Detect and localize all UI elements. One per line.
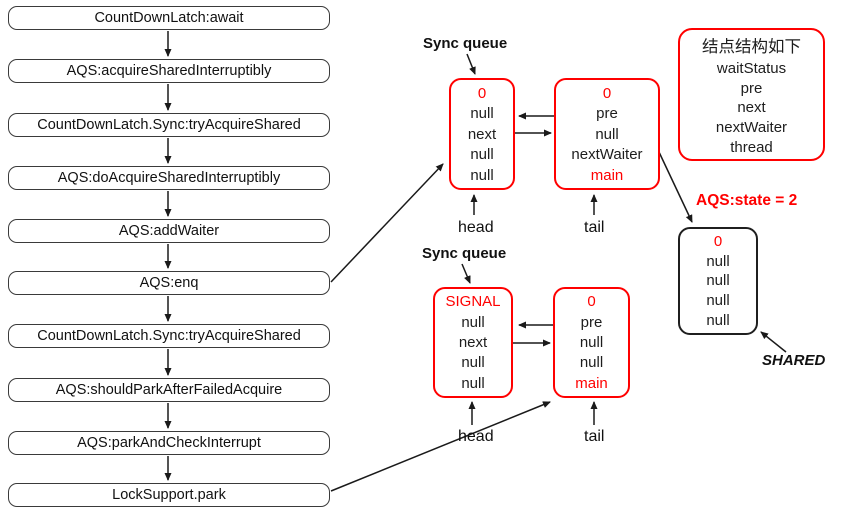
- arrow-bottom-label-pointer: [461, 263, 471, 284]
- node-row-waitstatus: 0: [713, 232, 723, 250]
- node-row-thread: null: [706, 312, 730, 330]
- flow-box-add-waiter: AQS:addWaiter: [8, 219, 330, 243]
- node-row-pre: null: [706, 252, 730, 270]
- legend-title: 结点结构如下: [702, 37, 801, 56]
- node-row-next: null: [595, 125, 619, 143]
- top-tail-label: tail: [584, 219, 605, 236]
- top-head-label: head: [458, 219, 494, 236]
- node-row-thread: null: [461, 374, 485, 392]
- node-row-thread: main: [575, 374, 608, 392]
- shared-node: 0 null null null null: [678, 227, 758, 335]
- arrow-shared-label-pointer: [760, 331, 787, 353]
- top-sync-queue-label: Sync queue: [423, 35, 508, 52]
- node-row-nextwaiter: null: [706, 292, 730, 310]
- flow-box-should-park: AQS:shouldParkAfterFailedAcquire: [8, 378, 330, 402]
- node-row-thread: main: [590, 166, 624, 184]
- shared-label: SHARED: [762, 352, 826, 369]
- legend-row-next: next: [737, 99, 766, 117]
- legend-row-nextwaiter: nextWaiter: [715, 119, 788, 137]
- arrow-tailnode-to-shared-node: [658, 151, 693, 223]
- bottom-queue-head-node: SIGNAL null next null null: [433, 287, 513, 398]
- flow-box-do-acquire-shared: AQS:doAcquireSharedInterruptibly: [8, 166, 330, 190]
- legend-row-waitstatus: waitStatus: [716, 59, 787, 77]
- aqs-state-label: AQS:state = 2: [696, 192, 798, 209]
- bottom-head-label: head: [458, 428, 494, 445]
- node-row-waitstatus: 0: [602, 84, 612, 102]
- flow-box-locksupport-park: LockSupport.park: [8, 483, 330, 507]
- node-row-waitstatus: 0: [587, 293, 596, 311]
- node-row-pre: null: [470, 105, 494, 122]
- flow-box-countdownlatch-await: CountDownLatch:await: [8, 6, 330, 30]
- flow-box-acquire-shared-interruptibly: AQS:acquireSharedInterruptibly: [8, 59, 330, 83]
- node-row-next: null: [706, 272, 730, 290]
- flow-box-try-acquire-shared-1: CountDownLatch.Sync:tryAcquireShared: [8, 113, 330, 137]
- top-queue-head-node: 0 null next null null: [449, 78, 515, 190]
- bottom-queue-tail-node: 0 pre null null main: [553, 287, 630, 398]
- top-queue-tail-node: 0 pre null nextWaiter main: [554, 78, 660, 190]
- node-structure-legend: 结点结构如下 waitStatus pre next nextWaiter th…: [678, 28, 825, 161]
- node-row-nextwaiter: null: [461, 354, 485, 372]
- node-row-pre: null: [461, 313, 485, 331]
- node-row-nextwaiter: null: [579, 354, 604, 372]
- arrow-enq-to-top-queue: [330, 163, 444, 283]
- node-row-nextwaiter: null: [470, 146, 494, 163]
- flow-box-park-and-check-interrupt: AQS:parkAndCheckInterrupt: [8, 431, 330, 455]
- node-row-pre: pre: [596, 105, 618, 122]
- arrow-top-label-pointer: [466, 53, 476, 75]
- node-row-waitstatus: 0: [477, 84, 487, 102]
- node-row-pre: pre: [580, 313, 603, 331]
- bottom-sync-queue-label: Sync queue: [422, 245, 507, 262]
- node-row-next: next: [467, 125, 497, 143]
- bottom-tail-label: tail: [584, 428, 605, 445]
- node-row-nextwaiter: nextWaiter: [571, 146, 643, 163]
- node-row-next: null: [579, 333, 604, 351]
- flow-box-try-acquire-shared-2: CountDownLatch.Sync:tryAcquireShared: [8, 324, 330, 348]
- flow-box-enq: AQS:enq: [8, 271, 330, 295]
- legend-row-thread: thread: [730, 139, 773, 157]
- node-row-next: next: [458, 333, 488, 351]
- legend-row-pre: pre: [740, 79, 763, 97]
- node-row-waitstatus: SIGNAL: [445, 293, 501, 311]
- node-row-thread: null: [470, 166, 494, 184]
- arrow-park-to-bottom-queue: [330, 401, 551, 492]
